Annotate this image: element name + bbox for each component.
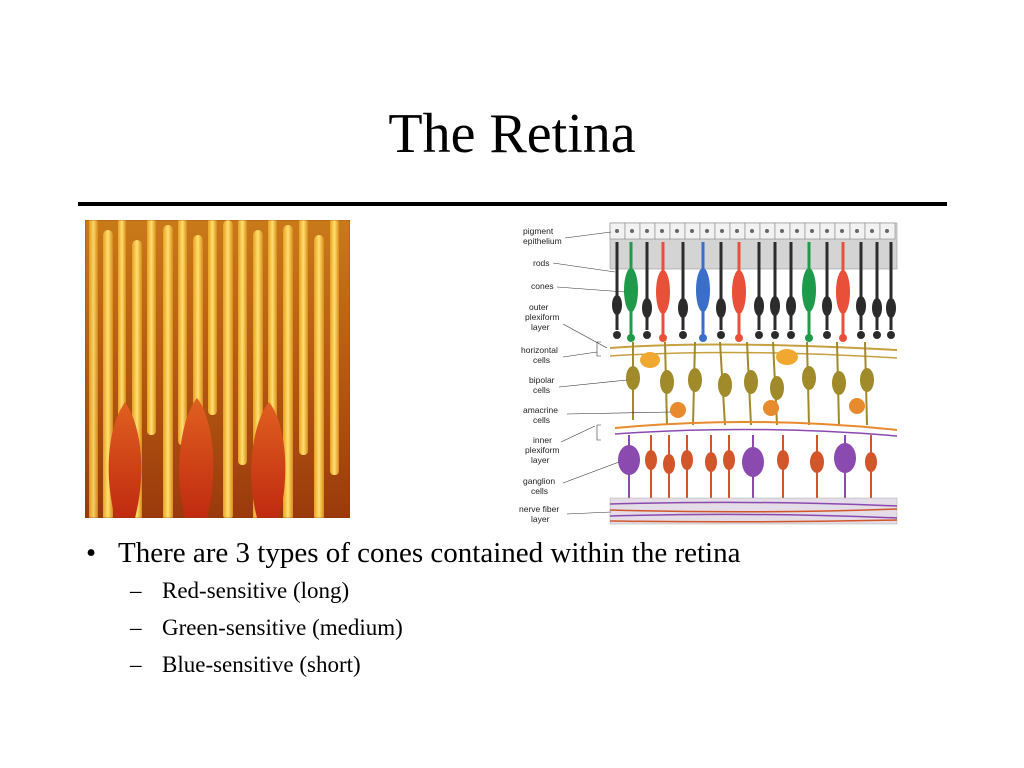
label-nerve-line1: nerve fiber [519, 504, 559, 514]
label-outer-line1: outer [529, 302, 549, 312]
sub-bullet-text: Red-sensitive (long) [162, 578, 350, 603]
label-horizontal-line2: cells [533, 355, 550, 365]
sub-bullet-text: Blue-sensitive (short) [162, 652, 361, 677]
retina-layer-diagram: pigment epithelium rods cones outer plex… [515, 220, 900, 530]
label-nerve-line2: layer [531, 514, 550, 524]
sub-bullet-item: – Green-sensitive (medium) [86, 609, 986, 646]
label-cones: cones [531, 281, 554, 291]
bullet-item: • There are 3 types of cones contained w… [86, 534, 986, 572]
sub-bullet-text: Green-sensitive (medium) [162, 615, 403, 640]
sub-bullet-marker: – [130, 652, 142, 677]
sub-bullet-item: – Red-sensitive (long) [86, 572, 986, 609]
label-inner-line3: layer [531, 455, 550, 465]
label-pigment-line2: epithelium [523, 236, 562, 246]
label-outer-line3: layer [531, 322, 550, 332]
label-rods: rods [533, 258, 550, 268]
label-inner-line2: plexiform [525, 445, 559, 455]
label-ganglion-line1: ganglion [523, 476, 555, 486]
sub-bullet-item: – Blue-sensitive (short) [86, 646, 986, 683]
label-amacrine-line2: cells [533, 415, 550, 425]
bullet-marker: • [86, 537, 97, 569]
slide-title: The Retina [388, 103, 636, 165]
label-bipolar-line2: cells [533, 385, 550, 395]
label-outer-line2: plexiform [525, 312, 559, 322]
title-divider [78, 202, 947, 206]
bullet-text: There are 3 types of cones contained wit… [118, 537, 741, 569]
label-horizontal-line1: horizontal [521, 345, 558, 355]
label-amacrine-line1: amacrine [523, 405, 558, 415]
label-bipolar-line1: bipolar [529, 375, 555, 385]
sub-bullet-marker: – [130, 578, 142, 603]
sub-bullet-marker: – [130, 615, 142, 640]
label-inner-line1: inner [533, 435, 552, 445]
label-ganglion-line2: cells [531, 486, 548, 496]
label-pigment-line1: pigment [523, 226, 554, 236]
retina-micrograph [85, 220, 350, 518]
bullet-list: • There are 3 types of cones contained w… [86, 534, 986, 683]
